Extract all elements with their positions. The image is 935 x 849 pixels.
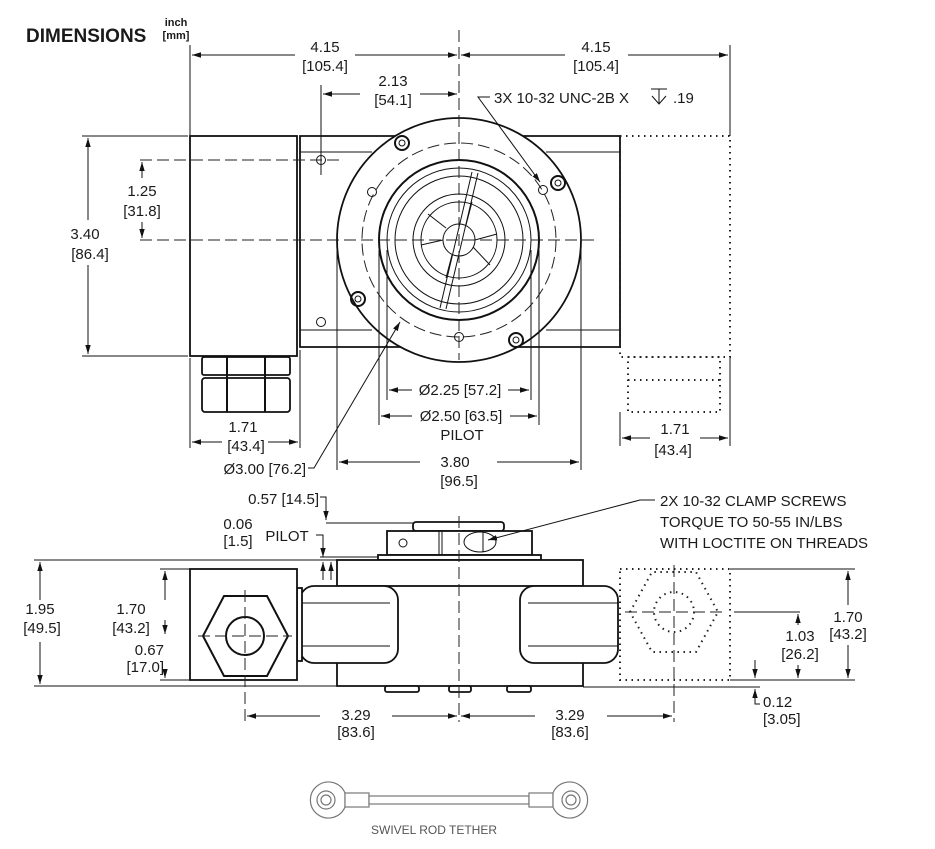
flange-screws <box>350 135 566 348</box>
dim-hole-offset-mm: [54.1] <box>374 92 412 109</box>
dim-center-right-in: 3.29 <box>555 707 584 724</box>
dim-cap-height: 0.57 [14.5] <box>248 491 319 508</box>
dim-pilot-dia: Ø2.50 [63.5] <box>420 408 503 425</box>
dim-hole-vertical-mm: [31.8] <box>123 203 161 220</box>
dim-flange-dia-mm: [96.5] <box>440 473 478 490</box>
dim-center-height-right-mm: [26.2] <box>781 646 819 663</box>
dim-box-height-right-in: 1.70 <box>833 609 862 626</box>
dim-center-height-left-mm: [17.0] <box>126 659 164 676</box>
dim-box-width-left-mm: [43.4] <box>227 438 265 455</box>
title-text: DIMENSIONS <box>26 26 146 47</box>
dim-height-mm: [86.4] <box>71 246 109 263</box>
dim-pilot-height-mm: [1.5] <box>223 533 252 550</box>
clamp-note-line-1: 2X 10-32 CLAMP SCREWS <box>660 493 846 510</box>
dim-hole-vertical-in: 1.25 <box>127 183 156 200</box>
dim-center-height-right-in: 1.03 <box>785 628 814 645</box>
side-housing <box>189 568 298 681</box>
dim-width-right-mm: [105.4] <box>573 58 619 75</box>
dim-center-right-mm: [83.6] <box>551 724 589 741</box>
dim-width-right-in: 4.15 <box>581 39 610 56</box>
connector <box>201 356 291 413</box>
alternate-connector-outline <box>627 356 721 413</box>
top-view-dimensions: 4.15 [105.4] 4.15 [105.4] 2.13 [54.1] 3X… <box>70 39 731 490</box>
tap-depth: .19 <box>673 90 694 107</box>
dim-offset-mm: [3.05] <box>763 711 801 728</box>
clamp-screw <box>463 531 497 553</box>
dim-center-left-mm: [83.6] <box>337 724 375 741</box>
top-view <box>140 30 731 413</box>
dim-overall-height-mm: [49.5] <box>23 620 61 637</box>
dim-box-height-left-mm: [43.2] <box>112 620 150 637</box>
drawing-title: DIMENSIONS inch [mm] <box>26 17 190 47</box>
pilot-height-label: PILOT <box>265 528 308 545</box>
left-housing <box>189 135 298 357</box>
dim-center-left-in: 3.29 <box>341 707 370 724</box>
dim-overall-height-in: 1.95 <box>25 601 54 618</box>
dim-box-width-right-mm: [43.4] <box>654 442 692 459</box>
dim-box-width-right-in: 1.71 <box>660 421 689 438</box>
side-view-dimensions: 0.57 [14.5] 0.06 [1.5] PILOT 2X 10-32 CL… <box>23 491 868 741</box>
dim-hole-offset-in: 2.13 <box>378 73 407 90</box>
dim-bolt-circle: Ø3.00 [76.2] <box>223 461 306 478</box>
unit-inch: inch <box>165 17 188 29</box>
clamp-note-line-3: WITH LOCTITE ON THREADS <box>660 535 868 552</box>
depth-arrow-icon <box>651 88 667 105</box>
tap-note: 3X 10-32 UNC-2B X <box>494 90 629 107</box>
alternate-housing-outline <box>619 135 731 358</box>
swivel-rod-tether: SWIVEL ROD TETHER <box>309 781 589 837</box>
right-arm <box>519 585 619 664</box>
dim-box-height-right-mm: [43.2] <box>829 626 867 643</box>
rotary-body <box>336 559 584 587</box>
dim-box-height-left-in: 1.70 <box>116 601 145 618</box>
dim-offset-in: 0.12 <box>763 694 792 711</box>
pilot-label: PILOT <box>440 427 483 444</box>
dim-height-in: 3.40 <box>70 226 99 243</box>
unit-mm: [mm] <box>163 30 190 42</box>
dim-pilot-height-in: 0.06 <box>223 516 252 533</box>
alternate-side-outline <box>619 568 731 681</box>
tether-caption: SWIVEL ROD TETHER <box>371 823 497 837</box>
clamp-note-line-2: TORQUE TO 50-55 IN/LBS <box>660 514 843 531</box>
left-arm <box>299 585 399 664</box>
dim-box-width-left-in: 1.71 <box>228 419 257 436</box>
dim-width-left-mm: [105.4] <box>302 58 348 75</box>
dim-center-height-left-in: 0.67 <box>135 642 164 659</box>
dim-flange-dia-in: 3.80 <box>440 454 469 471</box>
dim-bore: Ø2.25 [57.2] <box>419 382 502 399</box>
dim-width-left-in: 4.15 <box>310 39 339 56</box>
side-view <box>189 516 731 722</box>
feet <box>384 685 532 693</box>
